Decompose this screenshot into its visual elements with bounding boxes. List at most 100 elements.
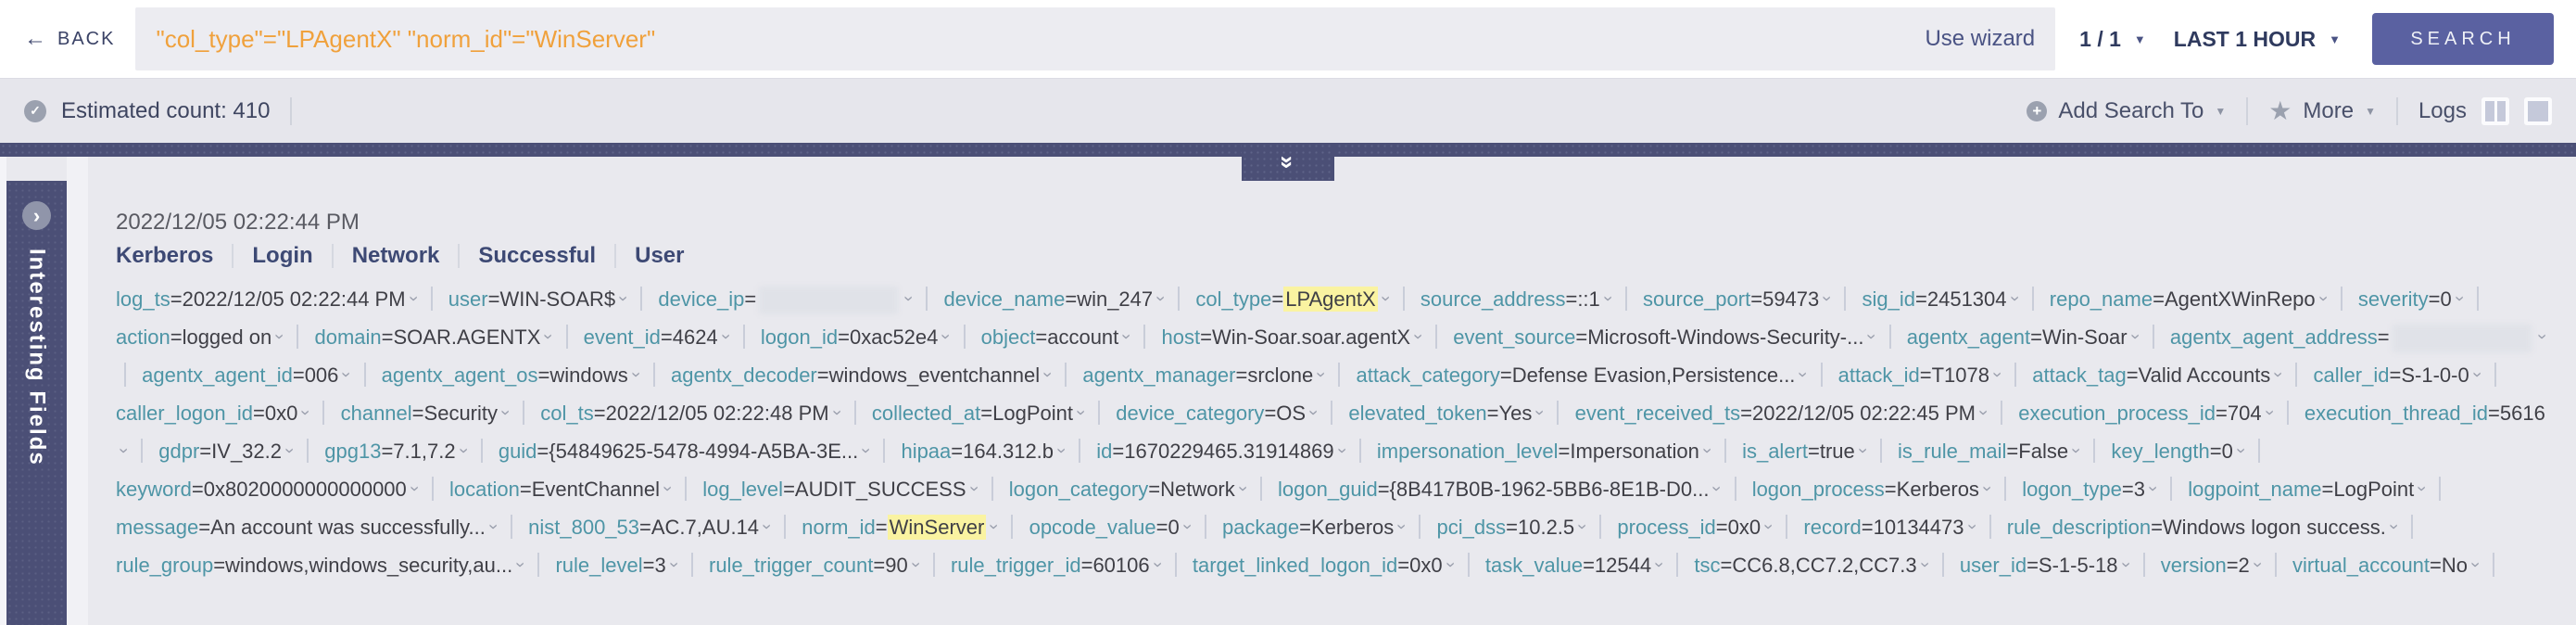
chevron-down-icon[interactable]: › — [511, 562, 531, 568]
tag-successful[interactable]: Successful — [478, 243, 597, 268]
log-field-attack_tag[interactable]: attack_tag=Valid Accounts› — [2032, 364, 2288, 387]
log-field-rule_group[interactable]: rule_group=windows,windows_security,au..… — [116, 554, 530, 577]
log-field-guid[interactable]: guid={54849625-5478-4994-A5BA-3E...› — [499, 440, 876, 463]
chevron-down-icon[interactable]: › — [2413, 486, 2432, 491]
log-field-opcode_value[interactable]: opcode_value=0› — [1029, 516, 1197, 539]
chevron-down-icon[interactable]: › — [614, 296, 634, 301]
chevron-down-icon[interactable]: › — [2532, 334, 2552, 339]
split-view-icon[interactable] — [2481, 96, 2509, 125]
log-field-event_source[interactable]: event_source=Microsoft-Windows-Security-… — [1453, 325, 1881, 349]
tag-network[interactable]: Network — [351, 243, 440, 268]
chevron-down-icon[interactable]: › — [1152, 296, 1171, 301]
chevron-down-icon[interactable]: › — [2467, 562, 2486, 568]
log-field-agentx_agent_address[interactable]: agentx_agent_address=› — [2170, 325, 2552, 353]
log-field-nist_800_53[interactable]: nist_800_53=AC.7,AU.14› — [528, 516, 777, 539]
chevron-down-icon[interactable]: › — [539, 334, 559, 339]
chevron-down-icon[interactable]: › — [2126, 334, 2145, 339]
log-field-pci_dss[interactable]: pci_dss=10.2.5› — [1437, 516, 1593, 539]
chevron-down-icon[interactable]: › — [1441, 562, 1460, 568]
chevron-down-icon[interactable]: › — [1977, 486, 1997, 491]
log-field-package[interactable]: package=Kerberos› — [1222, 516, 1411, 539]
log-field-norm_id[interactable]: norm_id=WinServer› — [802, 515, 1004, 540]
log-field-logon_category[interactable]: logon_category=Network› — [1009, 478, 1253, 501]
log-field-log_level[interactable]: log_level=AUDIT_SUCCESS› — [702, 478, 983, 501]
chevron-down-icon[interactable]: › — [758, 524, 777, 529]
chevron-down-icon[interactable]: › — [2450, 296, 2469, 301]
chevron-down-icon[interactable]: › — [1039, 372, 1058, 377]
chevron-down-icon[interactable]: › — [658, 486, 677, 491]
chevron-down-icon[interactable]: › — [1118, 334, 1137, 339]
chevron-down-icon[interactable]: › — [2067, 448, 2087, 453]
log-field-caller_id[interactable]: caller_id=S-1-0-0› — [2314, 364, 2487, 387]
log-field-logon_id[interactable]: logon_id=0xac52e4› — [761, 325, 955, 349]
log-field-rule_trigger_count[interactable]: rule_trigger_count=90› — [709, 554, 926, 577]
log-field-execution_process_id[interactable]: execution_process_id=704› — [2018, 402, 2279, 425]
chevron-down-icon[interactable]: › — [1573, 524, 1593, 529]
chevron-down-icon[interactable]: › — [2260, 410, 2279, 415]
chevron-down-icon[interactable]: › — [337, 372, 357, 377]
log-field-event_id[interactable]: event_id=4624› — [584, 325, 736, 349]
chevron-down-icon[interactable]: › — [271, 334, 290, 339]
chevron-down-icon[interactable]: › — [1794, 372, 1813, 377]
chevron-down-icon[interactable]: › — [2314, 296, 2333, 301]
log-field-sig_id[interactable]: sig_id=2451304› — [1863, 287, 2025, 311]
log-field-repo_name[interactable]: repo_name=AgentXWinRepo› — [2050, 287, 2333, 311]
log-field-logon_type[interactable]: logon_type=3› — [2022, 478, 2163, 501]
log-field-id[interactable]: id=1670229465.31914869› — [1096, 440, 1351, 463]
chevron-down-icon[interactable]: › — [2384, 524, 2404, 529]
chevron-down-icon[interactable]: › — [1863, 334, 1882, 339]
log-field-hipaa[interactable]: hipaa=164.312.b› — [901, 440, 1071, 463]
expand-chart-tab[interactable]: » — [1242, 143, 1334, 181]
chevron-down-icon[interactable]: › — [857, 448, 877, 453]
search-button[interactable]: SEARCH — [2372, 13, 2554, 65]
chevron-down-icon[interactable]: › — [1650, 562, 1670, 568]
chevron-down-icon[interactable]: › — [405, 486, 424, 491]
chevron-down-icon[interactable]: › — [1818, 296, 1837, 301]
log-field-logon_process[interactable]: logon_process=Kerberos› — [1752, 478, 1997, 501]
chevron-down-icon[interactable]: › — [716, 334, 736, 339]
chevron-down-icon[interactable]: › — [906, 562, 926, 568]
log-field-user_id[interactable]: user_id=S-1-5-18› — [1960, 554, 2136, 577]
log-field-device_name[interactable]: device_name=win_247› — [943, 287, 1170, 311]
chevron-down-icon[interactable]: › — [1760, 524, 1779, 529]
log-field-key_length[interactable]: key_length=0› — [2111, 440, 2251, 463]
log-field-col_type[interactable]: col_type=LPAgentX› — [1195, 287, 1395, 312]
log-field-execution_thread_id[interactable]: execution_thread_id=5616› — [115, 402, 2545, 463]
log-field-message[interactable]: message=An account was successfully...› — [116, 516, 503, 539]
log-field-collected_at[interactable]: collected_at=LogPoint› — [872, 402, 1091, 425]
log-field-object[interactable]: object=account› — [981, 325, 1137, 349]
chevron-down-icon[interactable]: › — [1974, 410, 1993, 415]
chevron-down-icon[interactable]: › — [1071, 410, 1091, 415]
search-query-input[interactable]: "col_type"="LPAgentX" "norm_id"="WinServ… — [135, 7, 2056, 70]
log-field-virtual_account[interactable]: virtual_account=No› — [2292, 554, 2485, 577]
chevron-down-icon[interactable]: › — [2248, 562, 2267, 568]
add-search-to-button[interactable]: + Add Search To ▼ — [2027, 98, 2226, 124]
tag-login[interactable]: Login — [252, 243, 313, 268]
log-field-agentx_agent_os[interactable]: agentx_agent_os=windows› — [382, 364, 646, 387]
chevron-down-icon[interactable]: › — [297, 410, 316, 415]
chevron-down-icon[interactable]: › — [965, 486, 984, 491]
chevron-down-icon[interactable]: › — [1233, 486, 1253, 491]
log-field-rule_level[interactable]: rule_level=3› — [555, 554, 683, 577]
chevron-down-icon[interactable]: › — [900, 296, 919, 301]
back-button[interactable]: ← BACK — [24, 26, 115, 52]
log-field-is_alert[interactable]: is_alert=true› — [1742, 440, 1873, 463]
chevron-down-icon[interactable]: › — [1332, 448, 1352, 453]
chevron-down-icon[interactable]: › — [985, 524, 1004, 529]
chevron-down-icon[interactable]: › — [454, 448, 474, 453]
log-field-agentx_agent[interactable]: agentx_agent=Win-Soar› — [1907, 325, 2145, 349]
log-field-channel[interactable]: channel=Security› — [341, 402, 515, 425]
log-field-target_linked_logon_id[interactable]: target_linked_logon_id=0x0› — [1193, 554, 1460, 577]
time-range-selector[interactable]: LAST 1 HOUR ▼ — [2174, 27, 2341, 52]
chevron-down-icon[interactable]: › — [1531, 410, 1550, 415]
log-field-keyword[interactable]: keyword=0x8020000000000000› — [116, 478, 424, 501]
log-field-agentx_manager[interactable]: agentx_manager=srclone› — [1082, 364, 1331, 387]
log-field-domain[interactable]: domain=SOAR.AGENTX› — [314, 325, 558, 349]
log-field-task_value[interactable]: task_value=12544› — [1485, 554, 1669, 577]
chevron-down-icon[interactable]: › — [1376, 296, 1395, 301]
log-field-log_ts[interactable]: log_ts=2022/12/05 02:22:44 PM› — [116, 287, 423, 311]
log-field-agentx_agent_id[interactable]: agentx_agent_id=006› — [142, 364, 356, 387]
chevron-down-icon[interactable]: › — [1708, 486, 1727, 491]
log-field-elevated_token[interactable]: elevated_token=Yes› — [1348, 402, 1549, 425]
log-field-gdpr[interactable]: gdpr=IV_32.2› — [158, 440, 299, 463]
